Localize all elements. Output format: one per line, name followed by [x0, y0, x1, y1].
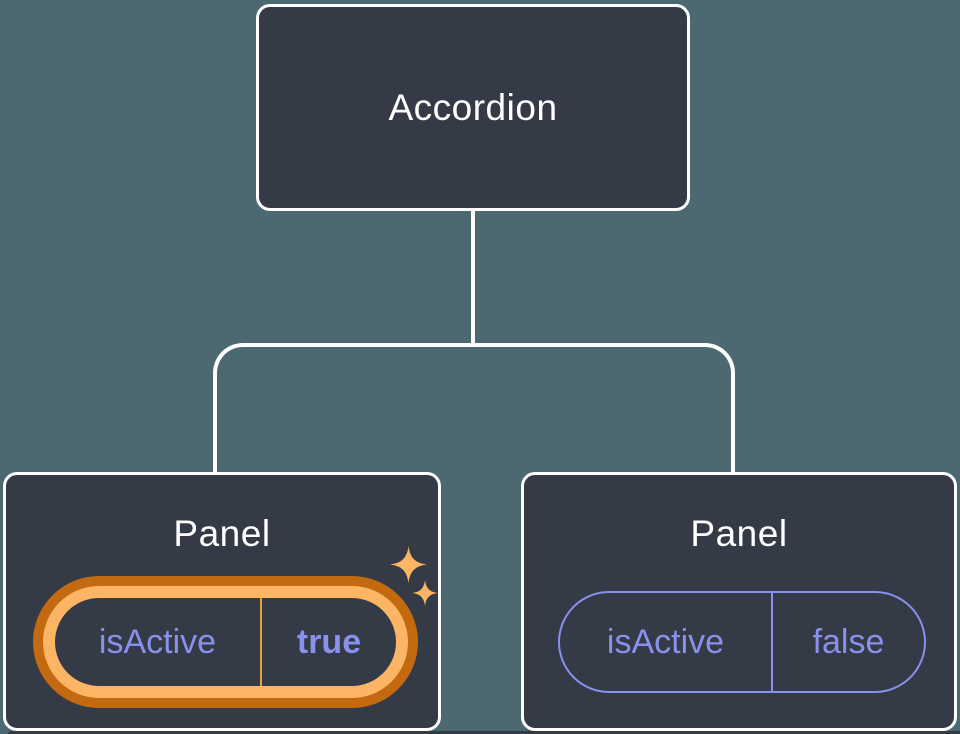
panel-node-inactive: Panel isActive false: [521, 472, 957, 731]
connector-stem: [471, 211, 475, 345]
panel-node-label: Panel: [173, 513, 271, 554]
state-pill-plain: isActive false: [558, 591, 926, 693]
state-prop-name: isActive: [606, 622, 725, 661]
pill-divider: [260, 598, 262, 686]
state-prop-value: true: [296, 622, 362, 661]
connector-branch: [213, 343, 735, 472]
accordion-node-label: Accordion: [388, 86, 558, 128]
panel-node-active: Panel isActive true: [3, 472, 441, 731]
state-pill-highlight-ring: isActive true: [43, 586, 408, 698]
accordion-node: Accordion: [256, 4, 690, 211]
state-pill-highlighted: isActive true: [33, 576, 418, 708]
state-pill-body: isActive true: [55, 598, 396, 686]
sparkle-icon-small: [412, 580, 438, 606]
state-prop-name: isActive: [98, 622, 217, 661]
panel-node-label: Panel: [690, 513, 788, 554]
state-prop-value: false: [812, 622, 885, 661]
pill-divider: [771, 593, 773, 691]
cropped-next-section-edge: [8, 731, 960, 734]
sparkle-icon-large: [390, 546, 427, 583]
